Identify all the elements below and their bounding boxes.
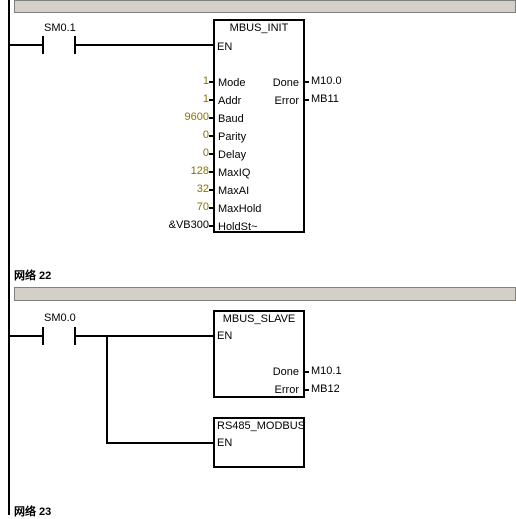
pin-tick bbox=[305, 371, 309, 373]
slave-error-output-value[interactable]: MB12 bbox=[311, 383, 340, 395]
pin-tick bbox=[209, 225, 213, 227]
network-23-label[interactable]: 网络 23 bbox=[14, 506, 52, 518]
branch-wire bbox=[106, 335, 108, 444]
error-output-value[interactable]: MB11 bbox=[311, 93, 339, 105]
maxhold-value[interactable]: 70 bbox=[196, 201, 209, 213]
pin-addr: Addr bbox=[218, 95, 242, 107]
en-pin-label: EN bbox=[217, 330, 233, 342]
mbus-init-block[interactable]: MBUS_INIT EN Mode Addr Baud Parity Delay… bbox=[213, 19, 305, 233]
delay-value[interactable]: 0 bbox=[202, 147, 209, 159]
pin-maxiq: MaxIQ bbox=[218, 167, 251, 179]
pin-baud: Baud bbox=[218, 113, 244, 125]
mode-value[interactable]: 1 bbox=[202, 75, 209, 87]
network-22-header-bar[interactable] bbox=[14, 287, 516, 301]
baud-value[interactable]: 9600 bbox=[184, 111, 209, 123]
branch-wire bbox=[106, 442, 214, 444]
pin-tick bbox=[209, 81, 213, 83]
power-rail bbox=[8, 0, 10, 515]
pin-parity: Parity bbox=[218, 131, 247, 143]
maxai-value[interactable]: 32 bbox=[196, 183, 209, 195]
pin-done: Done bbox=[272, 366, 299, 378]
pin-tick bbox=[209, 117, 213, 119]
contact-sm0-0[interactable] bbox=[42, 327, 76, 345]
rung-wire bbox=[76, 335, 214, 337]
contact-sm0-1-label: SM0.1 bbox=[44, 22, 76, 34]
pin-mode: Mode bbox=[218, 77, 246, 89]
pin-maxhold: MaxHold bbox=[218, 203, 262, 215]
contact-sm0-0-label: SM0.0 bbox=[44, 312, 76, 324]
rs485-modbus-title: RS485_MODBUS bbox=[217, 420, 306, 432]
slave-done-output-value[interactable]: M10.1 bbox=[311, 365, 342, 377]
addr-value[interactable]: 1 bbox=[202, 93, 209, 105]
pin-holdst: HoldSt~ bbox=[218, 221, 258, 233]
pin-tick bbox=[209, 153, 213, 155]
pin-maxai: MaxAI bbox=[218, 185, 250, 197]
mbus-slave-block[interactable]: MBUS_SLAVE EN Done Error bbox=[213, 310, 305, 398]
pin-tick bbox=[209, 135, 213, 137]
pin-done: Done bbox=[272, 77, 299, 89]
mbus-slave-title: MBUS_SLAVE bbox=[222, 313, 296, 325]
pin-tick bbox=[209, 207, 213, 209]
contact-sm0-1[interactable] bbox=[42, 36, 76, 54]
pin-tick bbox=[305, 99, 309, 101]
network-21-header-bar[interactable] bbox=[14, 0, 516, 13]
pin-tick bbox=[305, 389, 309, 391]
network-22-label[interactable]: 网络 22 bbox=[14, 270, 52, 282]
rung-wire bbox=[10, 44, 42, 46]
pin-error: Error bbox=[274, 95, 299, 107]
pin-delay: Delay bbox=[218, 149, 247, 161]
maxiq-value[interactable]: 128 bbox=[190, 165, 209, 177]
holdst-value[interactable]: &VB300 bbox=[168, 219, 209, 231]
en-pin-label: EN bbox=[217, 41, 233, 53]
pin-tick bbox=[209, 99, 213, 101]
rung-wire bbox=[76, 44, 214, 46]
mbus-init-title: MBUS_INIT bbox=[229, 22, 289, 34]
done-output-value[interactable]: M10.0 bbox=[311, 75, 342, 87]
pin-error: Error bbox=[274, 384, 299, 396]
rs485-modbus-block[interactable]: RS485_MODBUS EN bbox=[213, 417, 305, 468]
pin-tick bbox=[209, 189, 213, 191]
en-pin-label: EN bbox=[217, 437, 233, 449]
pin-tick bbox=[305, 81, 309, 83]
pin-tick bbox=[209, 171, 213, 173]
rung-wire bbox=[10, 335, 42, 337]
parity-value[interactable]: 0 bbox=[202, 129, 209, 141]
